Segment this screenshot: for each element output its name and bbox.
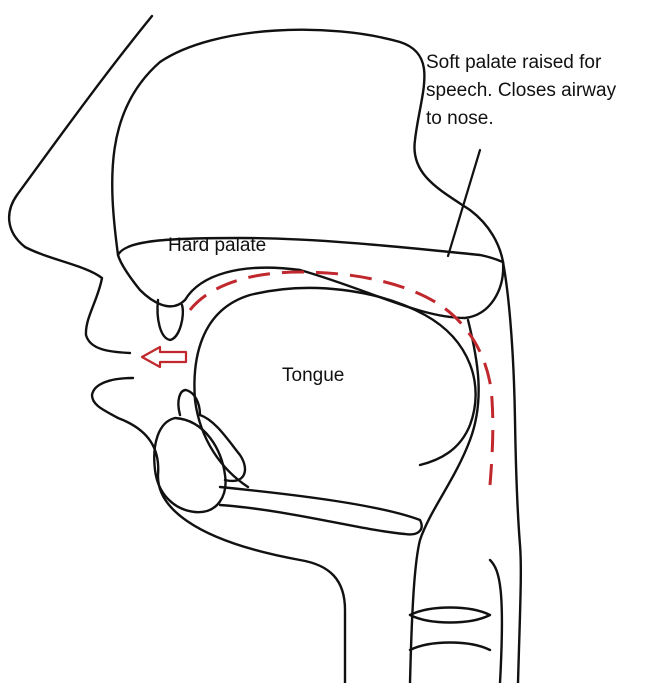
- face-profile-upper: [9, 16, 152, 353]
- pharynx-front-wall: [410, 320, 479, 683]
- annotation-line-3: to nose.: [426, 108, 494, 129]
- hard-palate-label: Hard palate: [168, 235, 266, 256]
- airflow-arrow-icon: [142, 347, 186, 367]
- pharynx-back-wall: [503, 262, 521, 683]
- trachea-ring: [410, 608, 490, 623]
- lower-jaw-bone: [220, 487, 422, 534]
- lower-molar: [200, 415, 245, 481]
- annotation-line-1: Soft palate raised for: [426, 52, 602, 73]
- chin-jaw: [118, 418, 345, 683]
- tongue: [194, 288, 475, 487]
- annotation-pointer-line: [448, 150, 480, 256]
- lower-lip: [92, 378, 133, 418]
- tongue-label: Tongue: [282, 365, 344, 386]
- trachea-ring-lower: [410, 643, 490, 651]
- epiglottis: [490, 560, 502, 683]
- annotation-line-2: speech. Closes airway: [426, 80, 617, 101]
